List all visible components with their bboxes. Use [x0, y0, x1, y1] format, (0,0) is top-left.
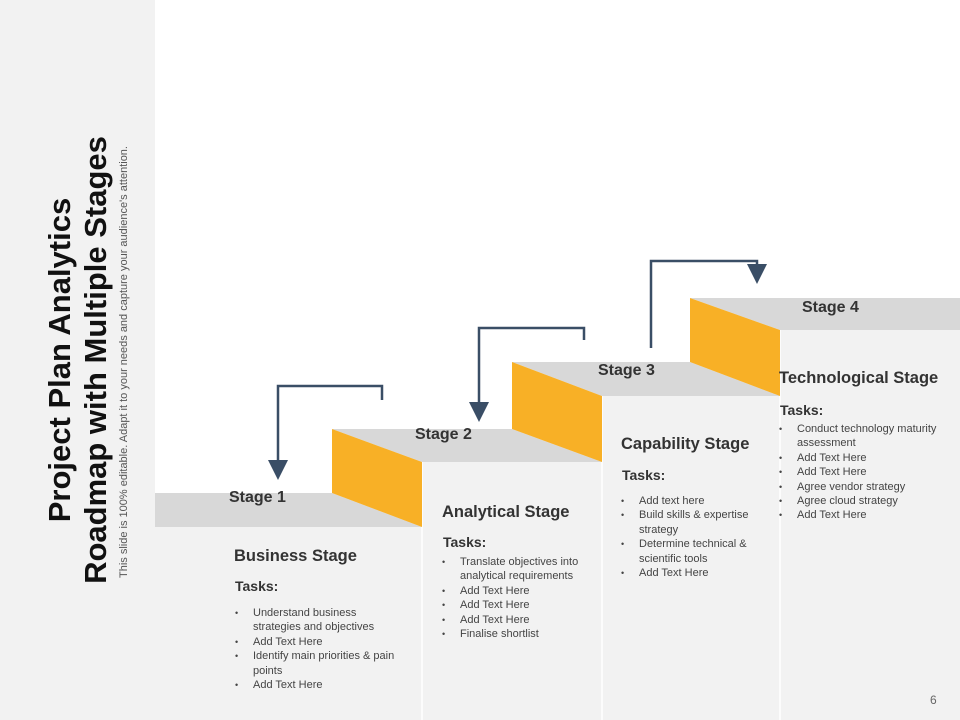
task-item: Add Text Here: [619, 566, 777, 581]
task-item: Add Text Here: [233, 635, 398, 650]
stage-1-tread: [155, 493, 422, 527]
task-item: Translate objectives into analytical req…: [440, 555, 600, 584]
stage-2-down-arrow: [469, 326, 586, 422]
stage-3-task-list: Add text here Build skills & expertise s…: [619, 494, 777, 581]
stage-3-riser: [512, 362, 602, 462]
task-item: Finalise shortlist: [440, 627, 600, 642]
stage-3-title: Capability Stage: [621, 435, 750, 453]
stage-4-title: Technological Stage: [779, 369, 939, 387]
task-item: Agree cloud strategy: [777, 494, 937, 509]
page-number: 6: [930, 693, 937, 707]
stage-1-task-list: Understand business strategies and objec…: [233, 606, 398, 693]
stage-3-tread: [512, 362, 780, 396]
task-item: Understand business strategies and objec…: [233, 606, 398, 635]
task-item: Add Text Here: [777, 508, 937, 523]
stage-4-riser: [690, 298, 780, 396]
task-item: Determine technical & scientific tools: [619, 537, 777, 566]
task-item: Conduct technology maturity assessment: [777, 422, 937, 451]
task-item: Add text here: [619, 494, 777, 509]
stage-2-tasks-label: Tasks:: [443, 534, 487, 550]
stage-3-label: Stage 3: [598, 362, 655, 379]
task-item: Add Text Here: [440, 598, 600, 613]
stage-1-tasks-label: Tasks:: [235, 578, 279, 594]
stage-4-tasks-label: Tasks:: [780, 402, 824, 418]
stage-4-panel: [780, 330, 960, 720]
stage-1-down-arrow: [268, 384, 384, 480]
task-item: Add Text Here: [233, 678, 398, 693]
task-item: Add Text Here: [777, 451, 937, 466]
task-item: Identify main priorities & pain points: [233, 649, 398, 678]
stage-1-title: Business Stage: [234, 547, 357, 565]
task-item: Add Text Here: [777, 465, 937, 480]
stage-4-task-list: Conduct technology maturity assessment A…: [777, 422, 937, 523]
stage-2-title: Analytical Stage: [442, 503, 570, 521]
stage-3-down-arrow: [649, 259, 767, 348]
stage-1-label: Stage 1: [229, 489, 286, 506]
task-item: Agree vendor strategy: [777, 480, 937, 495]
stage-2-riser: [332, 429, 422, 527]
stage-2-label: Stage 2: [415, 426, 472, 443]
stage-3-tasks-label: Tasks:: [622, 467, 666, 483]
task-item: Add Text Here: [440, 613, 600, 628]
task-item: Build skills & expertise strategy: [619, 508, 777, 537]
task-item: Add Text Here: [440, 584, 600, 599]
stage-4-label: Stage 4: [802, 299, 859, 316]
stage-2-task-list: Translate objectives into analytical req…: [440, 555, 600, 642]
title-sidebar: [0, 0, 155, 720]
